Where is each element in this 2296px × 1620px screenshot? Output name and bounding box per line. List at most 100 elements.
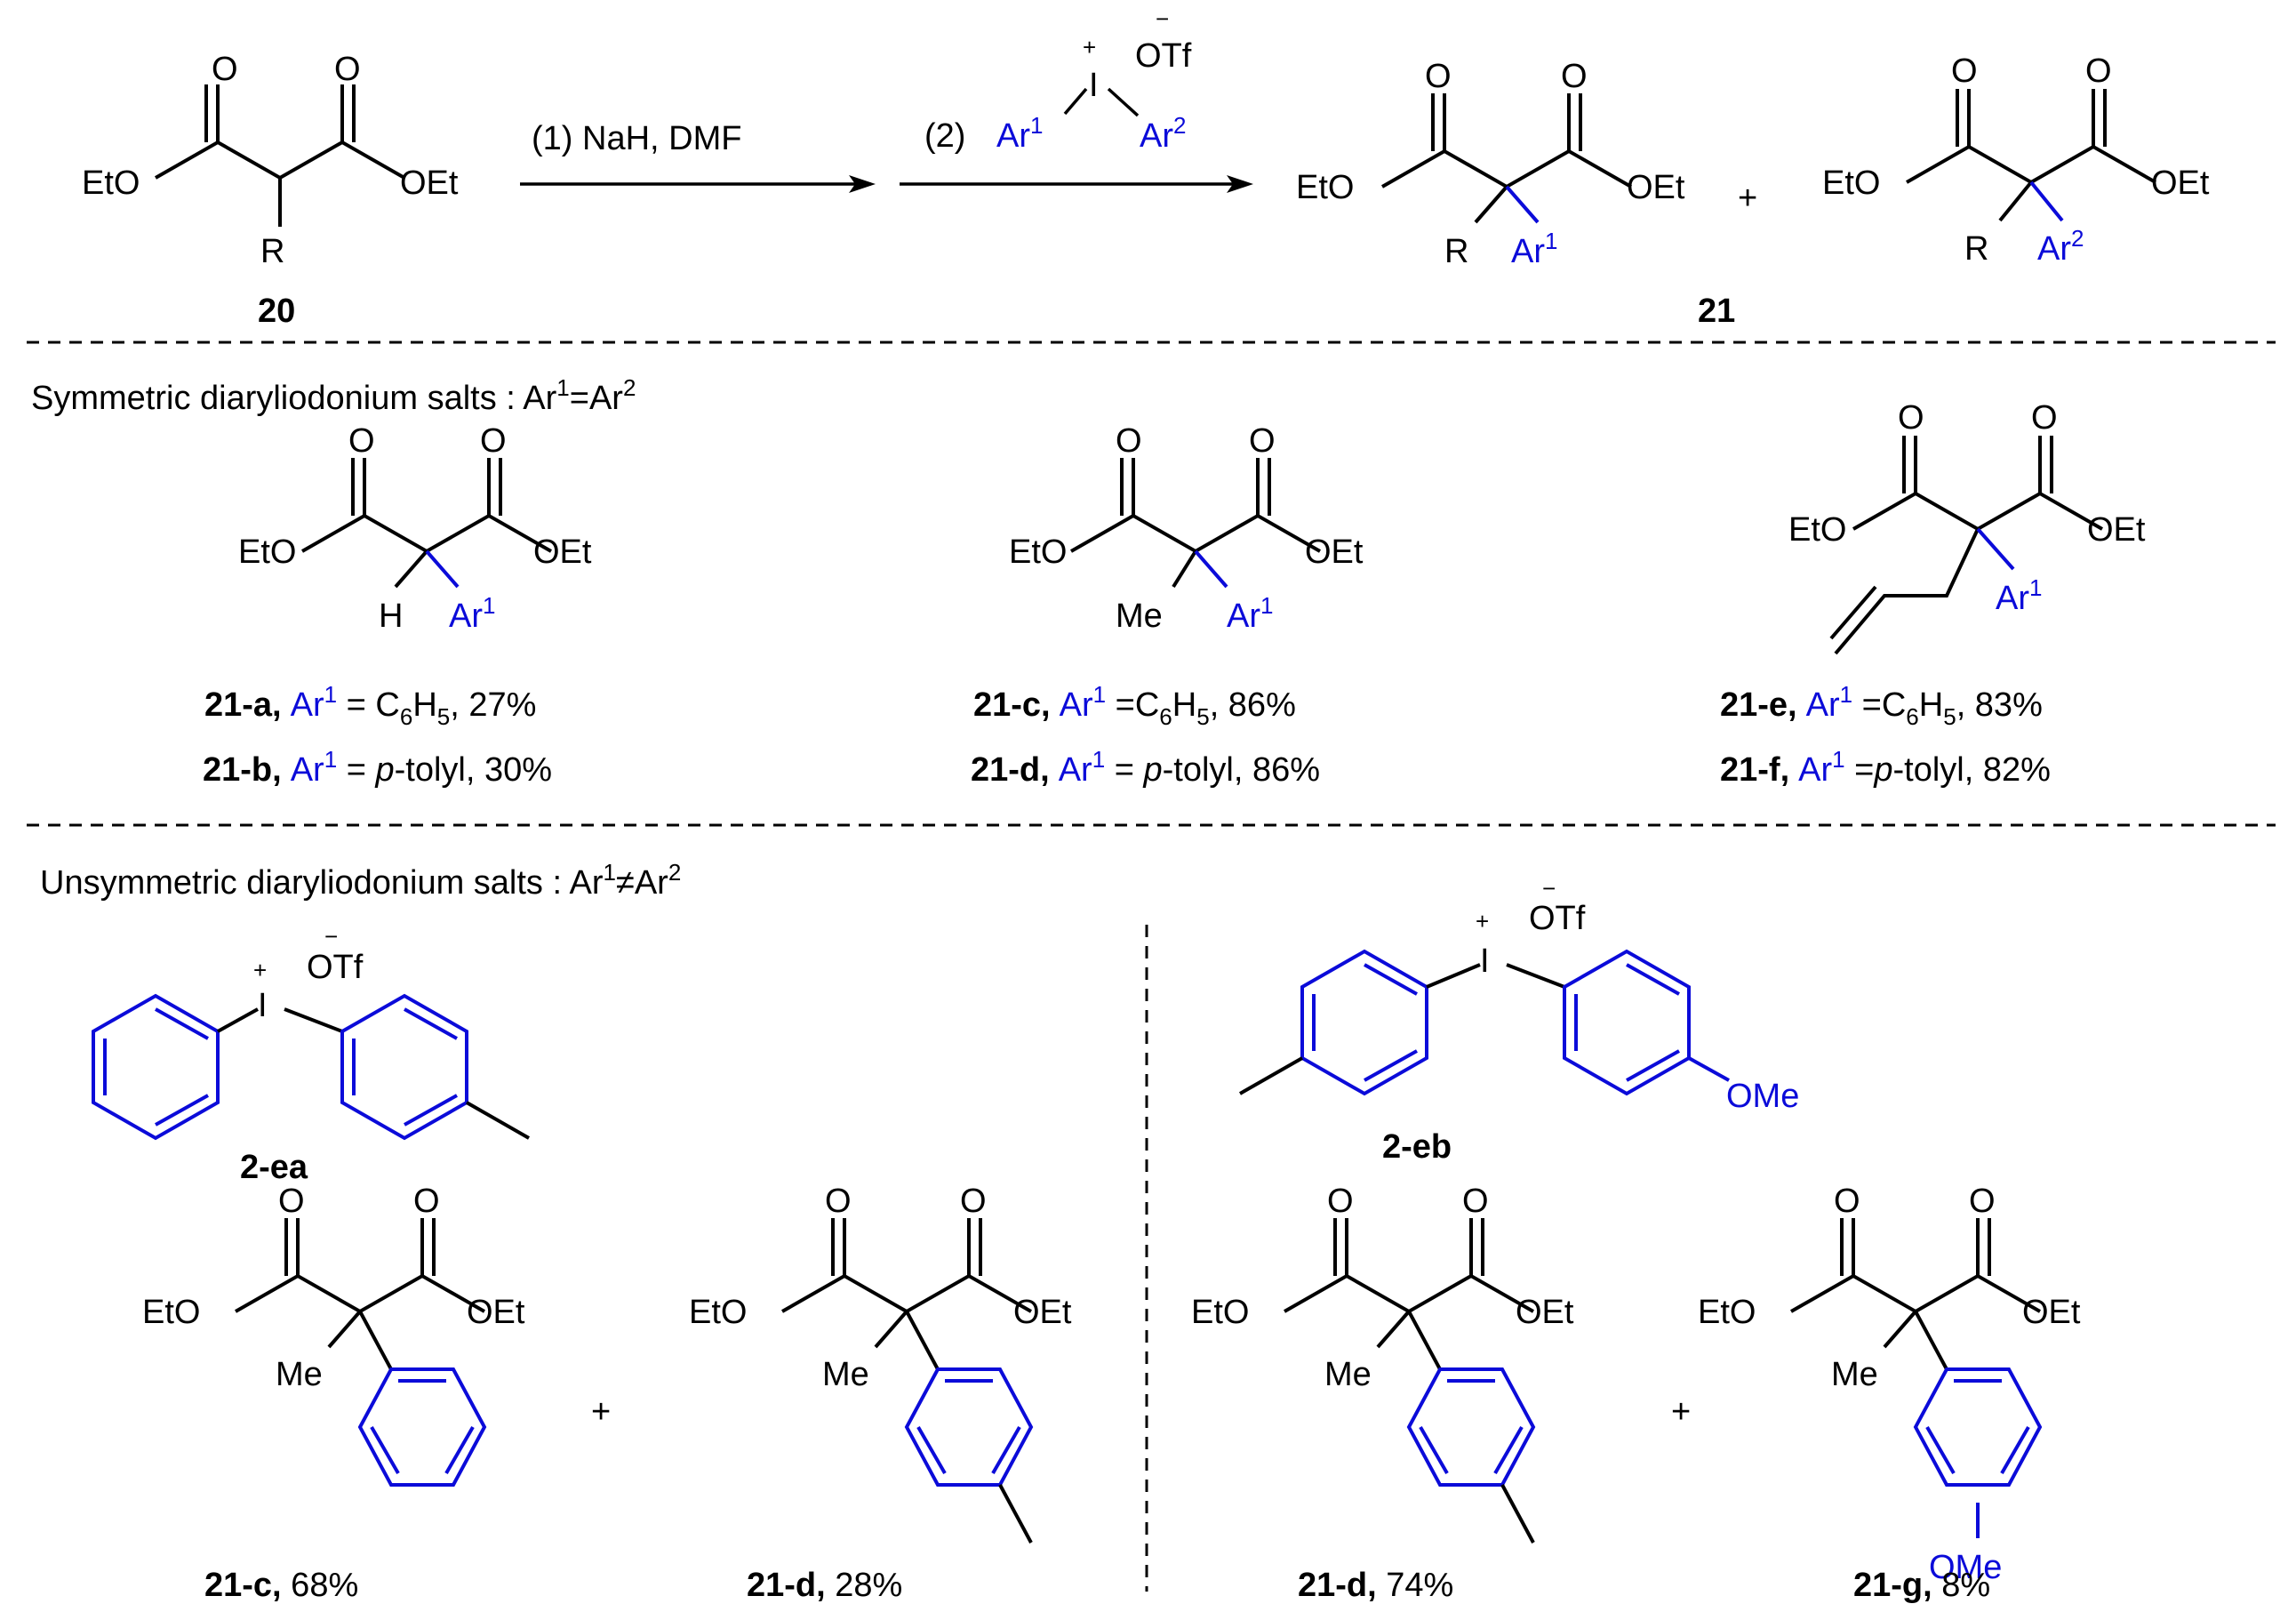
reagent-ar1: Ar1 <box>996 112 1043 155</box>
oet-label: OEt <box>1013 1294 1072 1331</box>
iodine-label: I <box>258 987 268 1024</box>
ome-label: OMe <box>1726 1078 1799 1115</box>
eto-label: EtO <box>1009 533 1067 571</box>
reagent-ar2: Ar2 <box>1140 112 1186 155</box>
carbonyl-o-label: O <box>2085 52 2112 90</box>
carbonyl-o-label: O <box>278 1183 305 1220</box>
me-label: Me <box>1324 1356 1372 1393</box>
h-label: H <box>379 597 403 635</box>
ar1-bond <box>425 549 460 589</box>
ome-label: OMe <box>1929 1549 2002 1586</box>
minus-charge: − <box>324 923 338 950</box>
arrow-head-1 <box>849 175 876 193</box>
salt-2-ea <box>92 993 530 1141</box>
me-label: Me <box>1831 1356 1878 1393</box>
caption-21-g-8: 21-g, 8% <box>1853 1567 1990 1604</box>
salt-2-eb-label: 2-eb <box>1382 1128 1452 1166</box>
reagent-otf: OTf <box>1135 37 1192 75</box>
eto-label: EtO <box>1822 164 1880 202</box>
oet-label: OEt <box>2151 164 2210 202</box>
carbonyl-o-label: O <box>1249 422 1276 460</box>
carbonyl-o-label: O <box>1327 1183 1354 1220</box>
ar2-bond <box>2029 180 2064 222</box>
caption-21-a: 21-a,Ar1 = C6H5, 27% <box>204 681 536 730</box>
product-21-c-68 <box>235 1218 487 1487</box>
eto-label: EtO <box>142 1294 200 1331</box>
carbonyl-o-label: O <box>413 1183 440 1220</box>
step-1-conditions: (1) NaH, DMF <box>532 120 741 157</box>
carbonyl-o-label: O <box>480 422 507 460</box>
ar1-bond <box>1976 527 2015 571</box>
eto-label: EtO <box>1296 169 1354 206</box>
minus-charge: − <box>1542 875 1556 902</box>
ar1-bond <box>1505 185 1540 224</box>
step-2-label: (2) <box>924 117 965 155</box>
iodine-label: I <box>1480 942 1490 980</box>
caption-21-d: 21-d,Ar1 = p-tolyl, 86% <box>971 746 1320 789</box>
arrow-head-2 <box>1227 175 1253 193</box>
carbonyl-o-label: O <box>348 422 375 460</box>
eto-label: EtO <box>1698 1294 1756 1331</box>
carbonyl-o-label: O <box>1951 52 1978 90</box>
reagent-bonds <box>1063 87 1140 117</box>
compound-21-label: 21 <box>1698 293 1735 330</box>
ar1-label: Ar1 <box>1996 574 2042 617</box>
oet-label: OEt <box>533 533 592 571</box>
carbonyl-o-label: O <box>960 1183 987 1220</box>
oet-label: OEt <box>2022 1294 2081 1331</box>
r-label: R <box>1444 233 1468 270</box>
carbonyl-o-label: O <box>212 51 238 88</box>
plus-charge: + <box>253 957 267 983</box>
carbonyl-o-label: O <box>1462 1183 1489 1220</box>
oet-label: OEt <box>1305 533 1364 571</box>
otf-label: OTf <box>1529 900 1586 937</box>
product-21-d-28 <box>781 1218 1034 1544</box>
plus-sign: + <box>1671 1393 1691 1431</box>
r-label: R <box>1964 230 1988 268</box>
salt-2-eb <box>1239 949 1730 1096</box>
me-label: Me <box>276 1356 323 1393</box>
carbonyl-o-label: O <box>334 51 361 88</box>
carbonyl-o-label: O <box>1561 58 1588 95</box>
reagent-iodine: I <box>1089 67 1099 104</box>
ar2-label: Ar2 <box>2037 225 2084 268</box>
starting-material-20 <box>155 84 405 227</box>
structure-21-ef <box>1829 436 2103 655</box>
eto-label: EtO <box>689 1294 747 1331</box>
reagent-plus-charge: + <box>1083 34 1096 60</box>
eto-label: EtO <box>238 533 296 571</box>
caption-21-d-28: 21-d, 28% <box>747 1567 902 1604</box>
eto-label: EtO <box>1191 1294 1249 1331</box>
section-2-title: Unsymmetric diaryliodonium salts : Ar1≠A… <box>40 859 681 902</box>
caption-21-c: 21-c,Ar1 =C6H5, 86% <box>973 681 1296 730</box>
carbonyl-o-label: O <box>2031 399 2058 437</box>
me-label: Me <box>822 1356 869 1393</box>
salt-2-ea-label: 2-ea <box>240 1149 308 1186</box>
ar1-label: Ar1 <box>449 592 495 635</box>
plus-sign: + <box>1738 180 1757 217</box>
product-21-ar1 <box>1381 93 1632 224</box>
plus-sign: + <box>591 1393 611 1431</box>
me-label: Me <box>1116 597 1163 635</box>
compound-20-label: 20 <box>258 293 295 330</box>
carbonyl-o-label: O <box>1969 1183 1996 1220</box>
caption-21-d-74: 21-d, 74% <box>1298 1567 1453 1604</box>
plus-charge: + <box>1476 908 1489 934</box>
carbonyl-o-label: O <box>1834 1183 1860 1220</box>
oet-label: OEt <box>1516 1294 1574 1331</box>
section-1-title: Symmetric diaryliodonium salts : Ar1=Ar2 <box>31 374 636 417</box>
structure-21-ab <box>301 458 552 589</box>
carbonyl-o-label: O <box>1116 422 1142 460</box>
eto-label: EtO <box>1788 511 1846 549</box>
r-label: R <box>260 233 284 270</box>
carbonyl-o-label: O <box>1425 58 1452 95</box>
otf-label: OTf <box>307 949 364 986</box>
carbonyl-o-label: O <box>1898 399 1924 437</box>
reagent-minus-charge: − <box>1156 5 1169 32</box>
oet-label: OEt <box>400 164 459 202</box>
ar1-label: Ar1 <box>1227 592 1273 635</box>
product-21-d-74 <box>1284 1218 1536 1544</box>
caption-21-c-68: 21-c, 68% <box>204 1567 358 1604</box>
ar1-label: Ar1 <box>1511 228 1557 270</box>
